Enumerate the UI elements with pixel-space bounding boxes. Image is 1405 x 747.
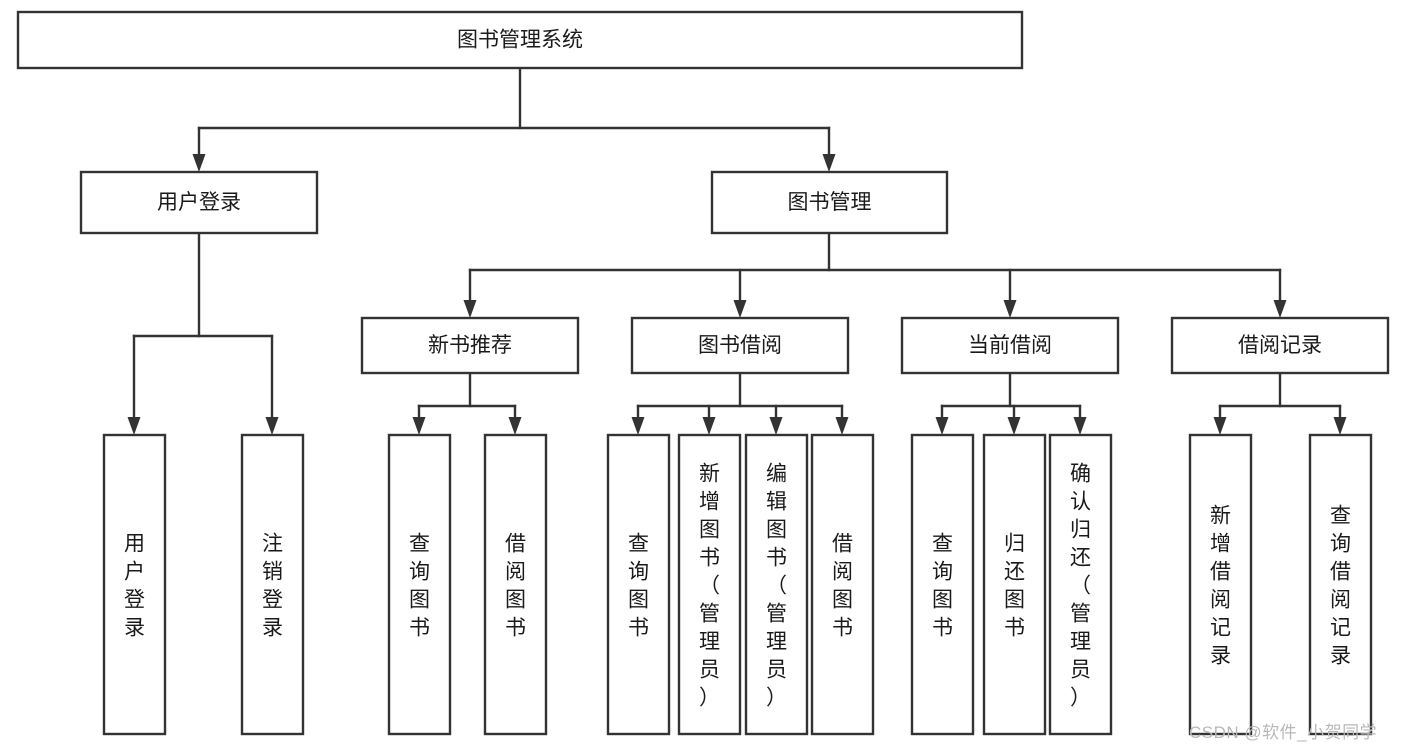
node-leaf8[interactable]: 借阅图书 <box>810 433 875 736</box>
node-label: 用户登录 <box>157 191 241 214</box>
node-label: 查询借阅记录 <box>1330 504 1351 667</box>
node-leaf10[interactable]: 归还图书 <box>982 433 1047 736</box>
connector-current-children <box>935 371 1087 435</box>
node-leaf6[interactable]: 新增图书（管理员） <box>677 433 742 736</box>
node-label: 确认归还（管理员） <box>1070 462 1091 709</box>
node-current[interactable]: 当前借阅 <box>900 316 1120 375</box>
node-leaf13[interactable]: 查询借阅记录 <box>1308 433 1373 736</box>
arrow-head-icon <box>1073 417 1087 435</box>
arrow-head-icon <box>733 300 747 318</box>
arrow-head-icon <box>835 417 849 435</box>
node-leaf7[interactable]: 编辑图书（管理员） <box>744 433 809 736</box>
node-label: 新增借阅记录 <box>1210 504 1231 667</box>
node-label: 图书借阅 <box>698 334 782 357</box>
node-box[interactable] <box>1170 316 1390 375</box>
node-box[interactable] <box>630 316 850 375</box>
connector-records-children <box>1213 371 1347 435</box>
connector-bookmgmt-children <box>463 231 1287 318</box>
node-box[interactable] <box>1188 433 1253 736</box>
node-box[interactable] <box>900 316 1120 375</box>
arrow-head-icon <box>702 417 716 435</box>
node-leaf9[interactable]: 查询图书 <box>910 433 975 736</box>
node-box[interactable] <box>1048 433 1113 736</box>
node-leaf2[interactable]: 注销登录 <box>240 433 305 736</box>
node-box[interactable] <box>240 433 305 736</box>
node-box[interactable] <box>387 433 452 736</box>
node-box[interactable] <box>677 433 742 736</box>
node-box[interactable] <box>606 433 671 736</box>
node-bookmgmt[interactable]: 图书管理 <box>710 170 949 235</box>
node-box[interactable] <box>744 433 809 736</box>
node-borrow[interactable]: 图书借阅 <box>630 316 850 375</box>
node-label: 查询图书 <box>932 532 953 639</box>
arrow-head-icon <box>822 154 836 172</box>
arrow-head-icon <box>1003 300 1017 318</box>
node-box[interactable] <box>79 170 319 235</box>
connector-newbook-children <box>412 371 522 435</box>
arrow-head-icon <box>508 417 522 435</box>
node-newbook[interactable]: 新书推荐 <box>360 316 580 375</box>
node-root[interactable]: 图书管理系统 <box>16 10 1024 70</box>
node-label: 图书管理系统 <box>457 29 583 52</box>
node-label: 查询图书 <box>409 532 430 639</box>
arrow-head-icon <box>1273 300 1287 318</box>
arrow-head-icon <box>192 154 206 172</box>
node-box[interactable] <box>16 10 1024 70</box>
node-leaf12[interactable]: 新增借阅记录 <box>1188 433 1253 736</box>
arrow-head-icon <box>631 417 645 435</box>
node-box[interactable] <box>710 170 949 235</box>
arrow-head-icon <box>769 417 783 435</box>
node-label: 借阅图书 <box>505 532 526 639</box>
node-label: 用户登录 <box>124 532 145 639</box>
node-label: 编辑图书（管理员） <box>766 462 787 709</box>
node-box[interactable] <box>910 433 975 736</box>
node-label: 查询图书 <box>628 532 649 639</box>
node-leaf3[interactable]: 查询图书 <box>387 433 452 736</box>
node-leaf5[interactable]: 查询图书 <box>606 433 671 736</box>
arrow-head-icon <box>127 417 141 435</box>
node-leaf4[interactable]: 借阅图书 <box>483 433 548 736</box>
node-box[interactable] <box>483 433 548 736</box>
node-login[interactable]: 用户登录 <box>79 170 319 235</box>
connectors-layer <box>127 66 1347 435</box>
arrow-head-icon <box>935 417 949 435</box>
arrow-head-icon <box>1007 417 1021 435</box>
node-box[interactable] <box>982 433 1047 736</box>
node-records[interactable]: 借阅记录 <box>1170 316 1390 375</box>
node-box[interactable] <box>102 433 167 736</box>
connector-root-children <box>192 66 836 172</box>
node-leaf1[interactable]: 用户登录 <box>102 433 167 736</box>
node-label: 借阅记录 <box>1238 334 1322 357</box>
node-leaf11[interactable]: 确认归还（管理员） <box>1048 433 1113 736</box>
node-label: 图书管理 <box>788 191 872 214</box>
node-label: 新增图书（管理员） <box>699 462 720 709</box>
nodes-layer: 图书管理系统用户登录图书管理新书推荐图书借阅当前借阅借阅记录用户登录注销登录查询… <box>16 10 1390 736</box>
node-box[interactable] <box>810 433 875 736</box>
arrow-head-icon <box>265 417 279 435</box>
node-label: 当前借阅 <box>968 334 1052 357</box>
arrow-head-icon <box>463 300 477 318</box>
node-label: 注销登录 <box>262 532 283 639</box>
node-label: 归还图书 <box>1004 532 1025 639</box>
node-label: 借阅图书 <box>832 532 853 639</box>
arrow-head-icon <box>1333 417 1347 435</box>
node-box[interactable] <box>1308 433 1373 736</box>
node-box[interactable] <box>360 316 580 375</box>
connector-login-children <box>127 231 279 435</box>
arrow-head-icon <box>412 417 426 435</box>
node-label: 新书推荐 <box>428 334 512 357</box>
connector-borrow-children <box>631 371 849 435</box>
arrow-head-icon <box>1213 417 1227 435</box>
